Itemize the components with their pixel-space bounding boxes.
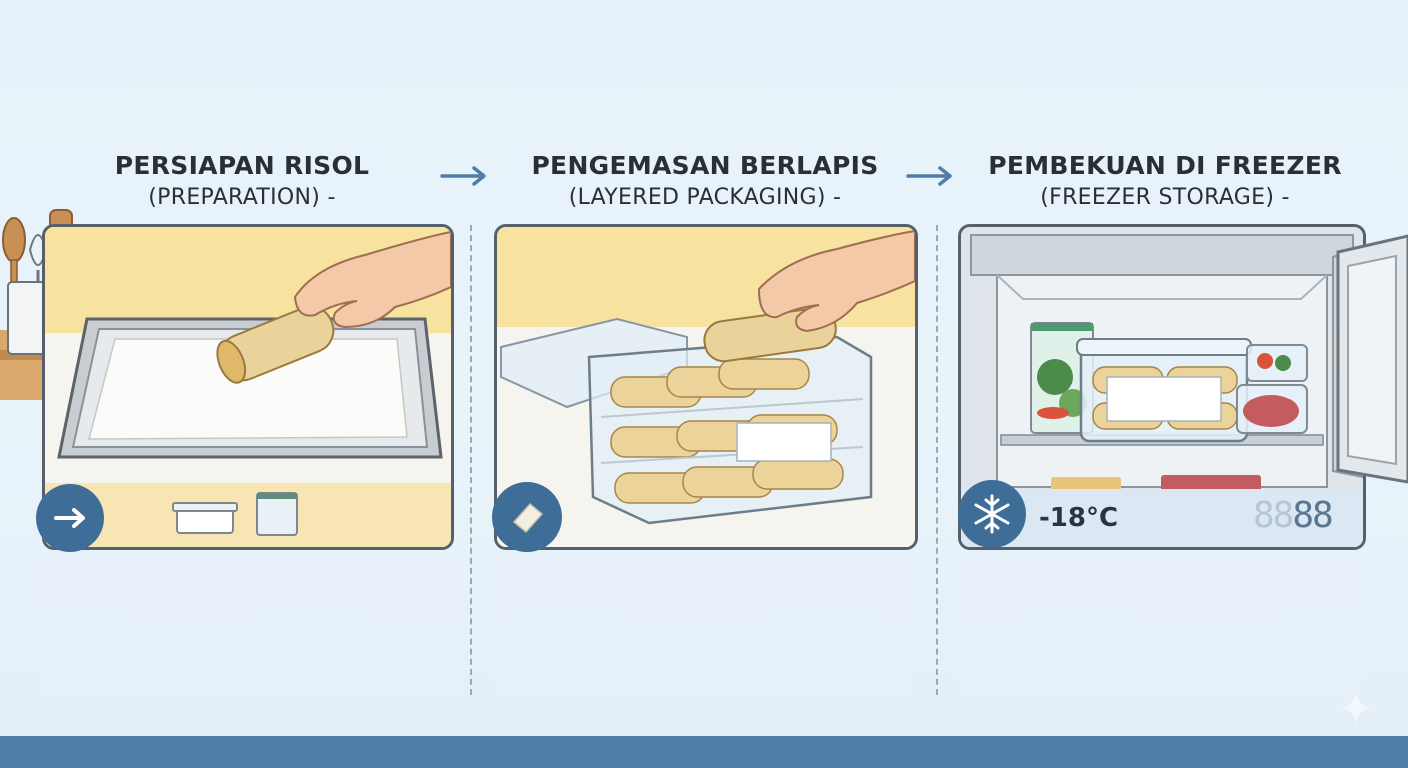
step-2-notes-area — [494, 558, 912, 698]
step-2-heading: PENGEMASAN BERLAPIS — [531, 151, 879, 180]
step-3-badge — [958, 480, 1026, 548]
divider-1 — [470, 225, 472, 695]
step-2-badge — [492, 482, 562, 552]
arrow-right-icon — [906, 166, 952, 186]
step-1-heading: PERSIAPAN RISOL — [114, 151, 370, 180]
paper-sheet-icon — [512, 502, 544, 534]
temperature-readout: -18°C — [1039, 503, 1119, 533]
step-2-subheading: (LAYERED PACKAGING) - — [568, 185, 842, 210]
step-3-heading: PEMBEKUAN DI FREEZER — [988, 151, 1342, 180]
display-digits-lit: 88 — [1292, 495, 1333, 536]
snowflake-icon — [974, 494, 1010, 534]
step-1-badge — [36, 484, 104, 552]
step-1-panel — [42, 224, 454, 550]
footer-bar — [0, 736, 1408, 768]
step-3-notes-area — [958, 558, 1362, 698]
step-2-title: PENGEMASAN BERLAPIS (LAYERED PACKAGING) … — [515, 150, 895, 214]
step-3-panel: -18°C 8888 — [958, 224, 1366, 550]
step-1-title: PERSIAPAN RISOL (PREPARATION) - — [62, 150, 422, 214]
freezer-door — [1336, 234, 1408, 484]
display-digits-dim: 88 — [1253, 495, 1294, 536]
step-1-subheading: (PREPARATION) - — [148, 185, 336, 210]
sparkle-icon — [1340, 692, 1372, 724]
step-3-subheading: (FREEZER STORAGE) - — [1040, 185, 1290, 210]
divider-2 — [936, 225, 938, 695]
step-2-panel — [494, 224, 918, 550]
freezer-display — [961, 489, 1363, 547]
arrow-right-icon — [440, 166, 486, 186]
digital-display: 8888 — [1253, 495, 1334, 536]
baking-tray-illustration — [45, 227, 451, 547]
step-1-notes-area — [40, 558, 460, 698]
layered-container-illustration — [497, 227, 915, 547]
arrow-right-icon — [54, 508, 85, 528]
step-3-title: PEMBEKUAN DI FREEZER (FREEZER STORAGE) - — [975, 150, 1355, 214]
